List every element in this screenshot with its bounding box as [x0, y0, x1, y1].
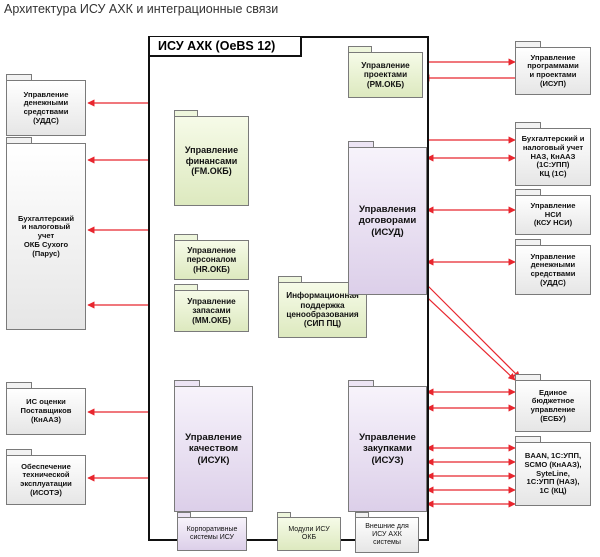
legend-tab: [355, 512, 369, 518]
module-tab: [174, 234, 198, 240]
core-tab: [174, 380, 200, 386]
module-tab: [174, 110, 198, 116]
legend-corporate: Корпоративные системы ИСУ: [177, 517, 247, 551]
ext-tab: [515, 122, 541, 128]
ext-tab: [515, 374, 541, 380]
core-isuz: Управление закупками (ИСУЗ): [348, 386, 427, 512]
module-fm: Управление финансами (FM.ОКБ): [174, 116, 249, 206]
ext-parus: Бухгалтерский и налоговый учет ОКБ Сухог…: [6, 143, 86, 330]
core-tab: [348, 380, 374, 386]
legend-tab: [177, 512, 191, 518]
module-tab: [348, 46, 372, 52]
ext-tab: [515, 239, 541, 245]
ext-isotz: Обеспечение технической эксплуатации (ИС…: [6, 455, 86, 505]
ext-tab: [6, 382, 32, 388]
ext-tab: [515, 189, 541, 195]
ext-baan: BAAN, 1С:УПП, SCMO (КнААЗ), SyteLine, 1С…: [515, 442, 591, 506]
ext-buh: Бухгалтерский и налоговый учет НАЗ, КнАА…: [515, 128, 591, 186]
module-mm: Управление запасами (MM.ОКБ): [174, 290, 249, 332]
ext-esbu: Единое бюджетное управление (ЕСБУ): [515, 380, 591, 432]
page-title: Архитектура ИСУ АХК и интеграционные свя…: [4, 2, 279, 16]
ext-knaaz: ИС оценки Поставщиков (КнААЗ): [6, 388, 86, 435]
core-tab: [348, 141, 374, 147]
ext-nsi: Управление НСИ (КСУ НСИ): [515, 195, 591, 235]
link-isud-esbu: [426, 284, 521, 379]
ext-tab: [6, 137, 32, 143]
ext-tab: [515, 41, 541, 47]
core-isuk: Управление качеством (ИСУК): [174, 386, 253, 512]
module-tab: [174, 284, 198, 290]
ext-udds-right: Управление денежными средствами (УДДС): [515, 245, 591, 295]
legend-external: Внешние для ИСУ АХК системы: [355, 517, 419, 553]
legend-tab: [277, 512, 291, 518]
ext-udds-left: Управление денежными средствами (УДДС): [6, 80, 86, 136]
system-title: ИСУ АХК (OeBS 12): [150, 37, 302, 57]
ext-tab: [6, 449, 32, 455]
ext-tab: [515, 436, 541, 442]
module-pm: Управление проектами (PM.ОКБ): [348, 52, 423, 98]
core-isud: Управления договорами (ИСУД): [348, 147, 427, 295]
module-hr: Управление персоналом (HR.ОКБ): [174, 240, 249, 280]
legend-modules: Модули ИСУ ОКБ: [277, 517, 341, 551]
ext-isup: Управление программами и проектами (ИСУП…: [515, 47, 591, 95]
module-tab: [278, 276, 302, 282]
ext-tab: [6, 74, 32, 80]
